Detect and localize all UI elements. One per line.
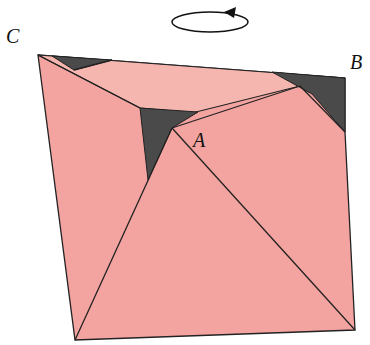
vertex-label: B <box>350 52 362 72</box>
rotation-arrowhead <box>224 7 236 18</box>
outer-face <box>38 55 355 340</box>
shaded-triangle <box>140 108 198 180</box>
shaded-triangle <box>272 72 345 132</box>
vertex-label: A <box>193 130 205 150</box>
vertex-label: C <box>6 26 19 46</box>
edge-lines <box>38 55 355 340</box>
shaded-triangle <box>52 56 112 70</box>
rotation-ellipse <box>172 12 248 32</box>
